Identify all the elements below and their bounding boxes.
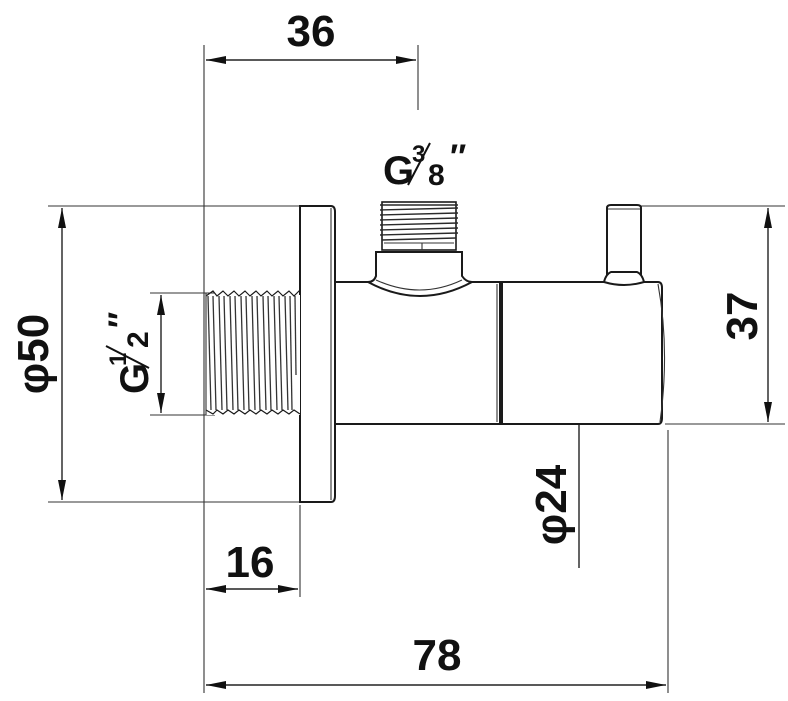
dim-16-label: 16 bbox=[226, 538, 275, 587]
svg-text:1: 1 bbox=[105, 353, 132, 366]
extension-lines bbox=[48, 45, 785, 693]
dim-phi50-label: φ50 bbox=[9, 314, 58, 394]
svg-text:8: 8 bbox=[428, 159, 445, 192]
wall-flange bbox=[299, 205, 336, 503]
dimension-lines bbox=[58, 56, 772, 689]
dim-36-label: 36 bbox=[287, 7, 336, 56]
svg-text:″: ″ bbox=[102, 312, 140, 328]
svg-text:G: G bbox=[113, 363, 157, 394]
svg-text:″: ″ bbox=[450, 138, 466, 176]
valve-body bbox=[205, 201, 666, 503]
outlet-neck bbox=[367, 251, 473, 297]
dim-37-label: 37 bbox=[718, 292, 767, 341]
dim-78-label: 78 bbox=[413, 631, 462, 680]
outlet-thread bbox=[379, 201, 459, 251]
dim-inlet-thread-label: G 1 2 ″ bbox=[102, 312, 157, 394]
inlet-thread bbox=[205, 289, 301, 415]
svg-text:2: 2 bbox=[122, 331, 155, 348]
dim-outlet-thread-label: G 3 8 ″ bbox=[383, 138, 466, 193]
svg-text:G: G bbox=[383, 149, 414, 193]
spindle-pin bbox=[606, 204, 642, 276]
svg-text:3: 3 bbox=[412, 141, 425, 168]
dim-phi24-label: φ24 bbox=[527, 464, 576, 545]
handle-body bbox=[501, 281, 663, 425]
pipe-body bbox=[334, 281, 501, 425]
dimension-labels: 36 G 3 8 ″ φ50 G 1 2 ″ 37 φ24 16 78 bbox=[9, 7, 767, 680]
